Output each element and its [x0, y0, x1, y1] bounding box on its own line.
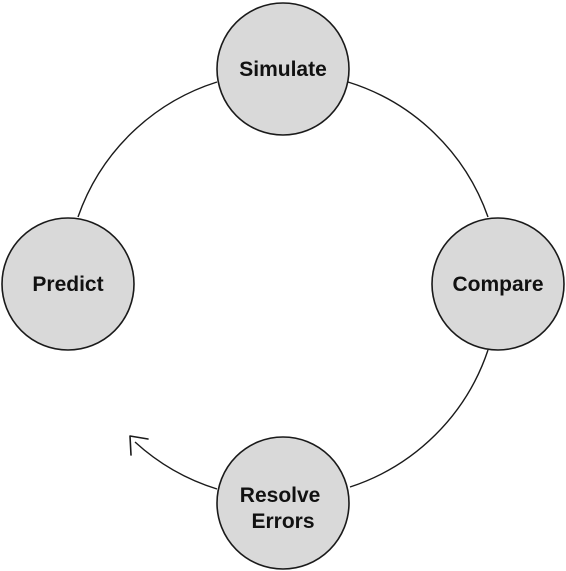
node-simulate-label: Simulate — [239, 58, 327, 81]
node-resolve-errors-circle — [216, 436, 350, 570]
arc-resolve-errors-to-predict — [134, 441, 218, 490]
node-simulate: Simulate — [216, 2, 350, 136]
arrowhead-icon — [129, 435, 149, 456]
node-compare: Compare — [431, 217, 565, 351]
node-predict: Predict — [1, 217, 135, 351]
node-resolve-errors-line-1: Resolve — [240, 484, 321, 507]
node-resolve-errors-label: Resolve Errors — [240, 484, 326, 533]
node-compare-label: Compare — [452, 273, 543, 296]
arc-simulate-to-compare — [347, 81, 489, 218]
node-predict-circle — [1, 217, 135, 351]
arc-predict-to-simulate — [77, 81, 218, 218]
node-predict-label: Predict — [32, 273, 103, 296]
node-resolve-errors-line-2: Errors — [251, 510, 314, 533]
node-resolve-errors: Resolve Errors — [216, 436, 350, 570]
node-compare-circle — [431, 217, 565, 351]
node-simulate-circle — [216, 2, 350, 136]
arc-compare-to-resolve-errors — [349, 349, 489, 488]
